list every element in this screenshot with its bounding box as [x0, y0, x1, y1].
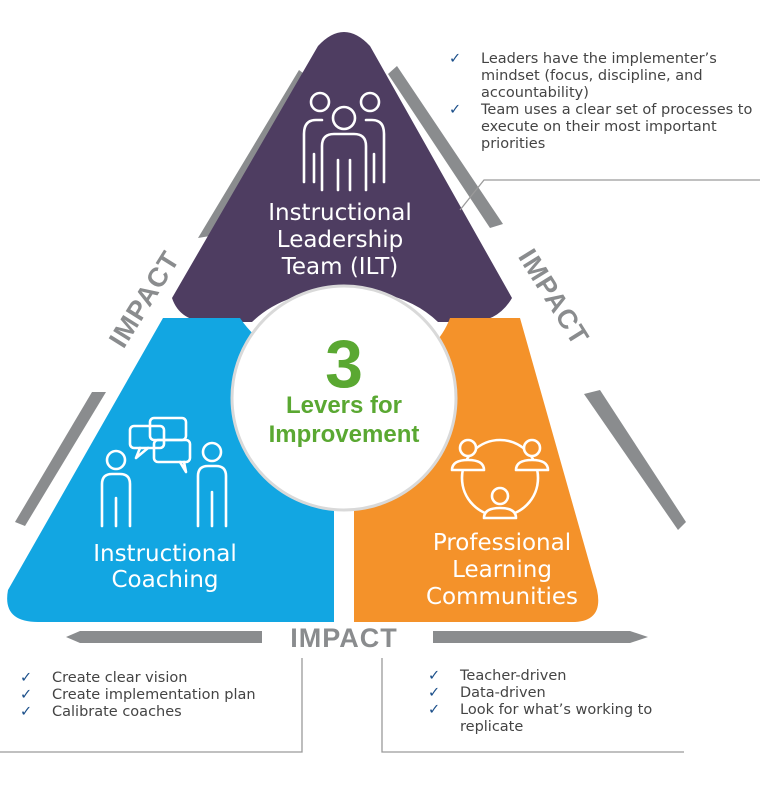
- list-item: ✓Data-driven: [428, 685, 546, 701]
- center-circle: [230, 284, 458, 512]
- impact-arrow-bottom-right: [433, 631, 648, 643]
- plc-notes-connector: [381, 658, 684, 753]
- check-icon: ✓: [20, 687, 33, 703]
- list-item: ✓Leaders have the implementer’s mindset …: [449, 51, 717, 101]
- list-item: ✓Calibrate coaches: [20, 704, 182, 720]
- ilt-label-line1: Instructional: [268, 200, 412, 226]
- ilt-notes: ✓Leaders have the implementer’s mindset …: [449, 51, 754, 153]
- check-icon: ✓: [449, 102, 462, 118]
- impact-label-bottom: IMPACT: [290, 623, 398, 653]
- impact-arrow-right-upper: [388, 66, 503, 228]
- impact-arrow-right-lower: [584, 390, 686, 530]
- coaching-label-line2: Coaching: [111, 567, 218, 593]
- lever-count: 3: [325, 326, 363, 402]
- plc-label-line2: Learning: [452, 557, 552, 583]
- ilt-segment: [172, 32, 512, 322]
- coaching-conversation-icon: [100, 416, 228, 528]
- ilt-notes-connector: [459, 179, 760, 211]
- impact-arrow-bottom-left: [66, 631, 262, 643]
- group-of-people-icon: [302, 91, 386, 192]
- list-item: ✓Look for what’s working to replicate: [428, 702, 653, 735]
- plc-notes: ✓Teacher-driven ✓Data-driven ✓Look for w…: [428, 668, 673, 736]
- check-icon: ✓: [449, 51, 462, 67]
- ilt-label-line2: Leadership: [277, 227, 403, 253]
- coaching-notes: ✓Create clear vision ✓Create implementat…: [20, 670, 300, 721]
- check-icon: ✓: [20, 670, 33, 686]
- impact-arrow-left-upper: [198, 70, 307, 238]
- list-item: ✓Create implementation plan: [20, 687, 256, 703]
- impact-arrow-left-lower: [15, 392, 106, 526]
- check-icon: ✓: [428, 702, 441, 718]
- check-icon: ✓: [428, 668, 441, 684]
- plc-label-line1: Professional: [433, 530, 571, 556]
- ilt-label-line3: Team (ILT): [281, 254, 399, 280]
- community-circle-icon: [450, 438, 550, 520]
- impact-label-right: IMPACT: [512, 244, 594, 351]
- center-label-line1: Levers for: [286, 392, 402, 419]
- list-item: ✓Team uses a clear set of processes to e…: [449, 102, 753, 152]
- list-item: ✓Create clear vision: [20, 670, 188, 686]
- check-icon: ✓: [20, 704, 33, 720]
- plc-label-line3: Communities: [426, 584, 578, 610]
- coaching-label-line1: Instructional: [93, 541, 237, 567]
- check-icon: ✓: [428, 685, 441, 701]
- center-label-line2: Improvement: [269, 421, 420, 448]
- coaching-notes-connector: [0, 658, 303, 753]
- list-item: ✓Teacher-driven: [428, 668, 567, 684]
